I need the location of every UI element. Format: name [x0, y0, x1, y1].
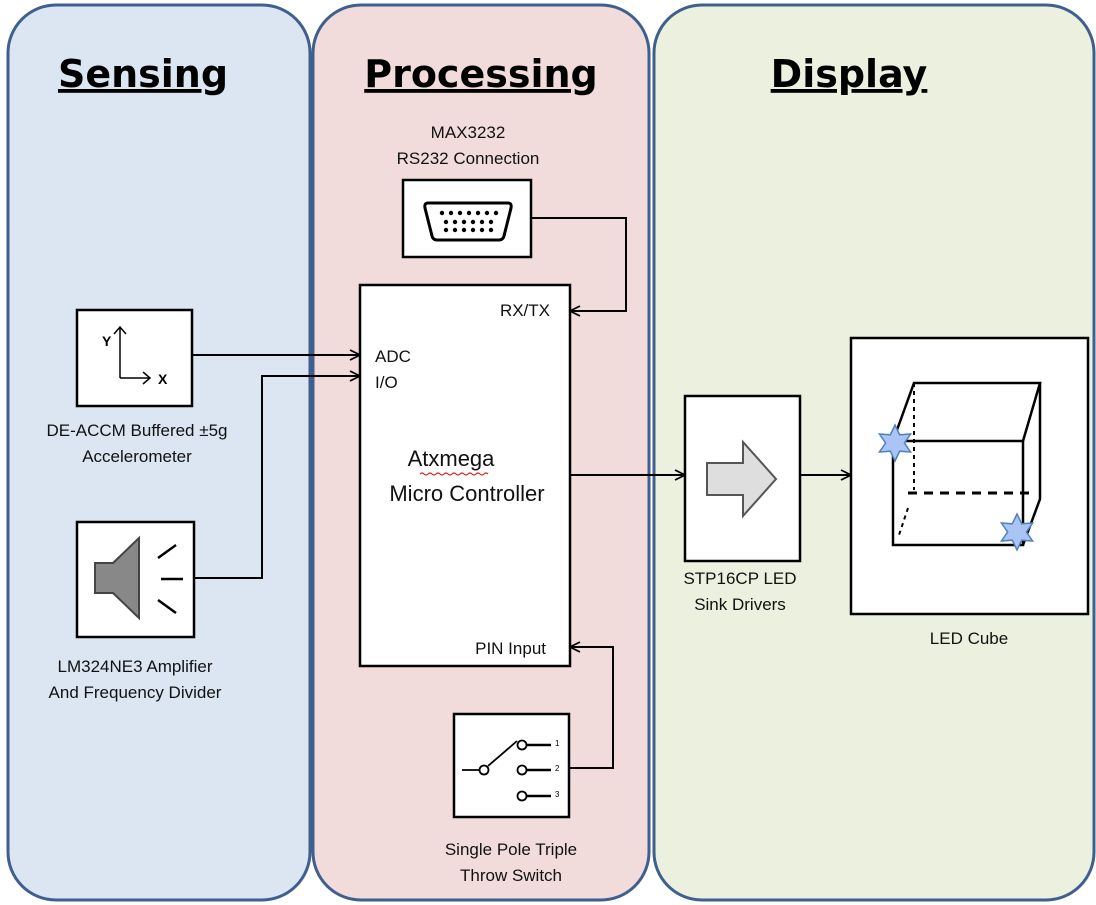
axes-icon — [113, 325, 152, 385]
axis-x-label: X — [158, 371, 168, 387]
microcontroller-label-line1: Atxmega — [408, 446, 496, 471]
db9-connector-icon — [423, 201, 513, 242]
accelerometer-box: Y X — [75, 308, 194, 408]
sensing-heading: Sensing — [58, 52, 228, 96]
wire-switch-to-pin — [569, 647, 614, 769]
switch-position-3: 3 — [555, 790, 560, 799]
led-star-icon — [999, 512, 1035, 552]
led-star-icon — [877, 423, 913, 463]
processing-heading: Processing — [364, 52, 598, 96]
switch-position-2: 2 — [555, 764, 560, 773]
switch-label-line2: Throw Switch — [460, 866, 562, 885]
port-pin-input: PIN Input — [475, 639, 546, 658]
switch-position-1: 1 — [555, 739, 560, 748]
port-adc: ADC — [375, 347, 411, 366]
sp3t-switch-icon — [462, 739, 551, 802]
switch-box: 1 2 3 — [452, 712, 571, 819]
axis-y-label: Y — [102, 333, 112, 349]
right-arrow-icon — [706, 439, 778, 519]
display-heading: Display — [771, 52, 928, 96]
rs232-connector-box — [401, 178, 533, 259]
driver-label-line1: STP16CP LED — [683, 569, 796, 588]
serial-label-line1: MAX3232 — [431, 123, 506, 142]
amplifier-box — [75, 520, 196, 639]
spellcheck-underline — [419, 472, 489, 476]
wire-serial-to-rxtx — [531, 217, 627, 311]
led-cube-label: LED Cube — [930, 629, 1008, 648]
speaker-icon — [94, 535, 183, 621]
sensing-panel — [6, 3, 312, 902]
port-io: I/O — [375, 373, 398, 392]
amplifier-label-line2: And Frequency Divider — [49, 683, 222, 702]
wire-amplifier-to-io — [194, 376, 360, 579]
serial-label-line2: RS232 Connection — [397, 149, 540, 168]
microcontroller-label-line2: Micro Controller — [389, 481, 544, 506]
driver-label-line2: Sink Drivers — [694, 595, 786, 614]
microcontroller-box — [358, 283, 572, 668]
port-rxtx: RX/TX — [500, 301, 550, 320]
accelerometer-label-line1: DE-ACCM Buffered ±5g — [47, 421, 228, 440]
switch-label-line1: Single Pole Triple — [445, 840, 577, 859]
accelerometer-label-line2: Accelerometer — [82, 447, 192, 466]
amplifier-label-line1: LM324NE3 Amplifier — [58, 657, 213, 676]
driver-box — [683, 394, 802, 563]
led-cube-box — [849, 336, 1090, 616]
